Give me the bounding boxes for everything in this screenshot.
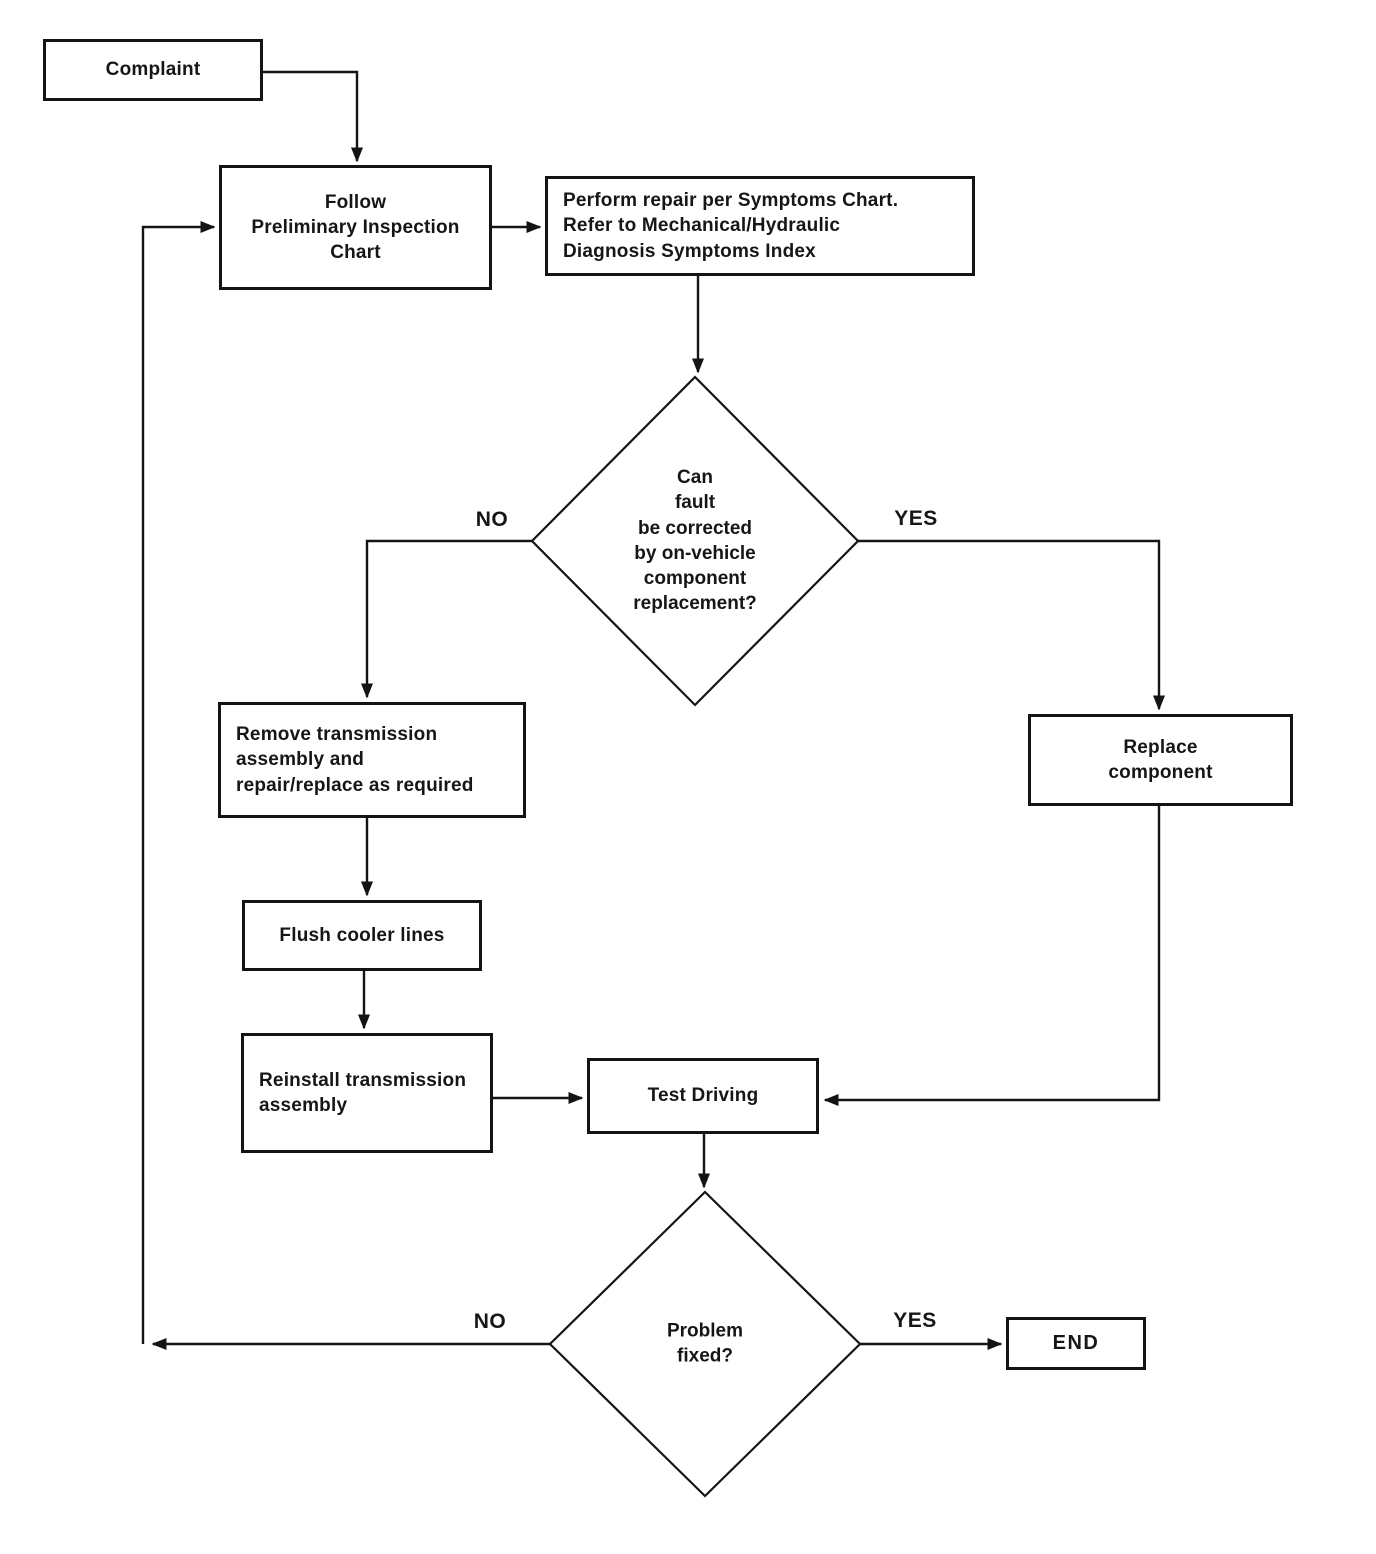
- decision2-no-label: NO: [473, 1310, 507, 1333]
- decision2-diamond: [548, 1190, 862, 1498]
- node-follow-preliminary-inspection: Follow Preliminary Inspection Chart: [219, 165, 492, 290]
- decision2-label: Problem fixed?: [666, 1320, 744, 1367]
- edge-decision1-no-to-remove: [361, 539, 532, 699]
- decision2-yes-label: YES: [893, 1309, 937, 1332]
- edge-complaint-to-follow: [263, 70, 363, 163]
- decision1-diamond: [530, 375, 860, 707]
- edge-decision1-yes-to-replace: [858, 539, 1165, 711]
- node-perform-repair: Perform repair per Symptoms Chart. Refer…: [545, 176, 975, 276]
- node-perform-label: Perform repair per Symptoms Chart. Refer…: [563, 190, 899, 262]
- node-reinstall-transmission: Reinstall transmission assembly: [241, 1033, 493, 1153]
- node-test-driving-label: Test Driving: [647, 1085, 759, 1107]
- node-reinstall-label: Reinstall transmission assembly: [259, 1069, 467, 1116]
- node-remove-transmission: Remove transmission assembly and repair/…: [218, 702, 526, 818]
- node-remove-label: Remove transmission assembly and repair/…: [236, 724, 474, 796]
- node-end: END: [1006, 1317, 1146, 1370]
- decision1-yes-label: YES: [894, 507, 938, 530]
- node-complaint-label: Complaint: [105, 59, 201, 81]
- node-end-label: END: [1052, 1332, 1100, 1355]
- node-complaint: Complaint: [43, 39, 263, 101]
- node-flush-cooler-lines: Flush cooler lines: [242, 900, 482, 971]
- decision1-no-label: NO: [475, 508, 509, 531]
- node-flush-label: Flush cooler lines: [279, 924, 445, 946]
- node-test-driving: Test Driving: [587, 1058, 819, 1134]
- node-replace-component: Replace component: [1028, 714, 1293, 806]
- edge-replace-to-test-driving: [823, 806, 1161, 1106]
- edge-return-riser-to-follow: [141, 221, 216, 1344]
- node-follow-label: Follow Preliminary Inspection Chart: [251, 191, 460, 264]
- node-replace-label: Replace component: [1108, 736, 1213, 783]
- decision1-label: Can fault be corrected by on-vehicle com…: [633, 467, 757, 615]
